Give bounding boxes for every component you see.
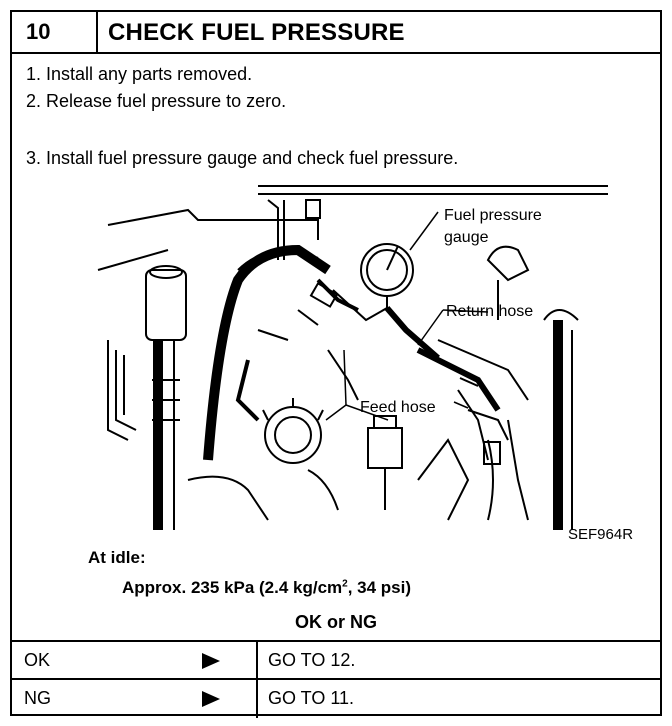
engine-illustration: Fuel pressure gauge Return hose Feed hos…	[97, 185, 608, 530]
decision-row-ng: NG GO TO 11.	[12, 678, 660, 718]
label-feed-hose: Feed hose	[360, 399, 436, 416]
procedure-header: 10 CHECK FUEL PRESSURE	[12, 12, 660, 54]
decision-action: GO TO 11.	[268, 688, 355, 708]
decision-title: OK or NG	[294, 612, 377, 632]
column-divider	[256, 642, 258, 680]
label-return-hose: Return hose	[446, 303, 533, 320]
figure-code: SEF964R	[568, 526, 634, 543]
instruction-step-3: 3. Install fuel pressure gauge and check…	[26, 148, 459, 168]
label-fuel-pressure-gauge-line1: Fuel pressure	[444, 207, 542, 224]
page-title: CHECK FUEL PRESSURE	[108, 19, 405, 46]
spec-value-suffix: , 34 psi)	[347, 578, 412, 597]
decision-result: OK	[24, 650, 51, 670]
spec-value-prefix: Approx. 235 kPa (2.4 kg/cm	[122, 578, 343, 597]
instruction-step-1: 1. Install any parts removed.	[26, 64, 253, 84]
spec-label: At idle:	[88, 548, 146, 567]
column-divider	[256, 680, 258, 718]
instruction-step-2: 2. Release fuel pressure to zero.	[26, 91, 287, 111]
spec-value: Approx. 235 kPa (2.4 kg/cm2, 34 psi)	[122, 578, 411, 598]
decision-action: GO TO 12.	[268, 650, 356, 670]
arrow-right-icon	[202, 691, 220, 707]
arrow-right-icon	[202, 653, 220, 669]
label-fuel-pressure-gauge-line2: gauge	[444, 229, 489, 246]
step-number: 10	[12, 12, 98, 52]
spec-value-unit-exponent: 2	[342, 578, 348, 590]
procedure-page: 10 CHECK FUEL PRESSURE 1. Install any pa…	[10, 10, 662, 718]
decision-row-ok: OK GO TO 12.	[12, 640, 660, 680]
decision-result: NG	[24, 688, 51, 708]
